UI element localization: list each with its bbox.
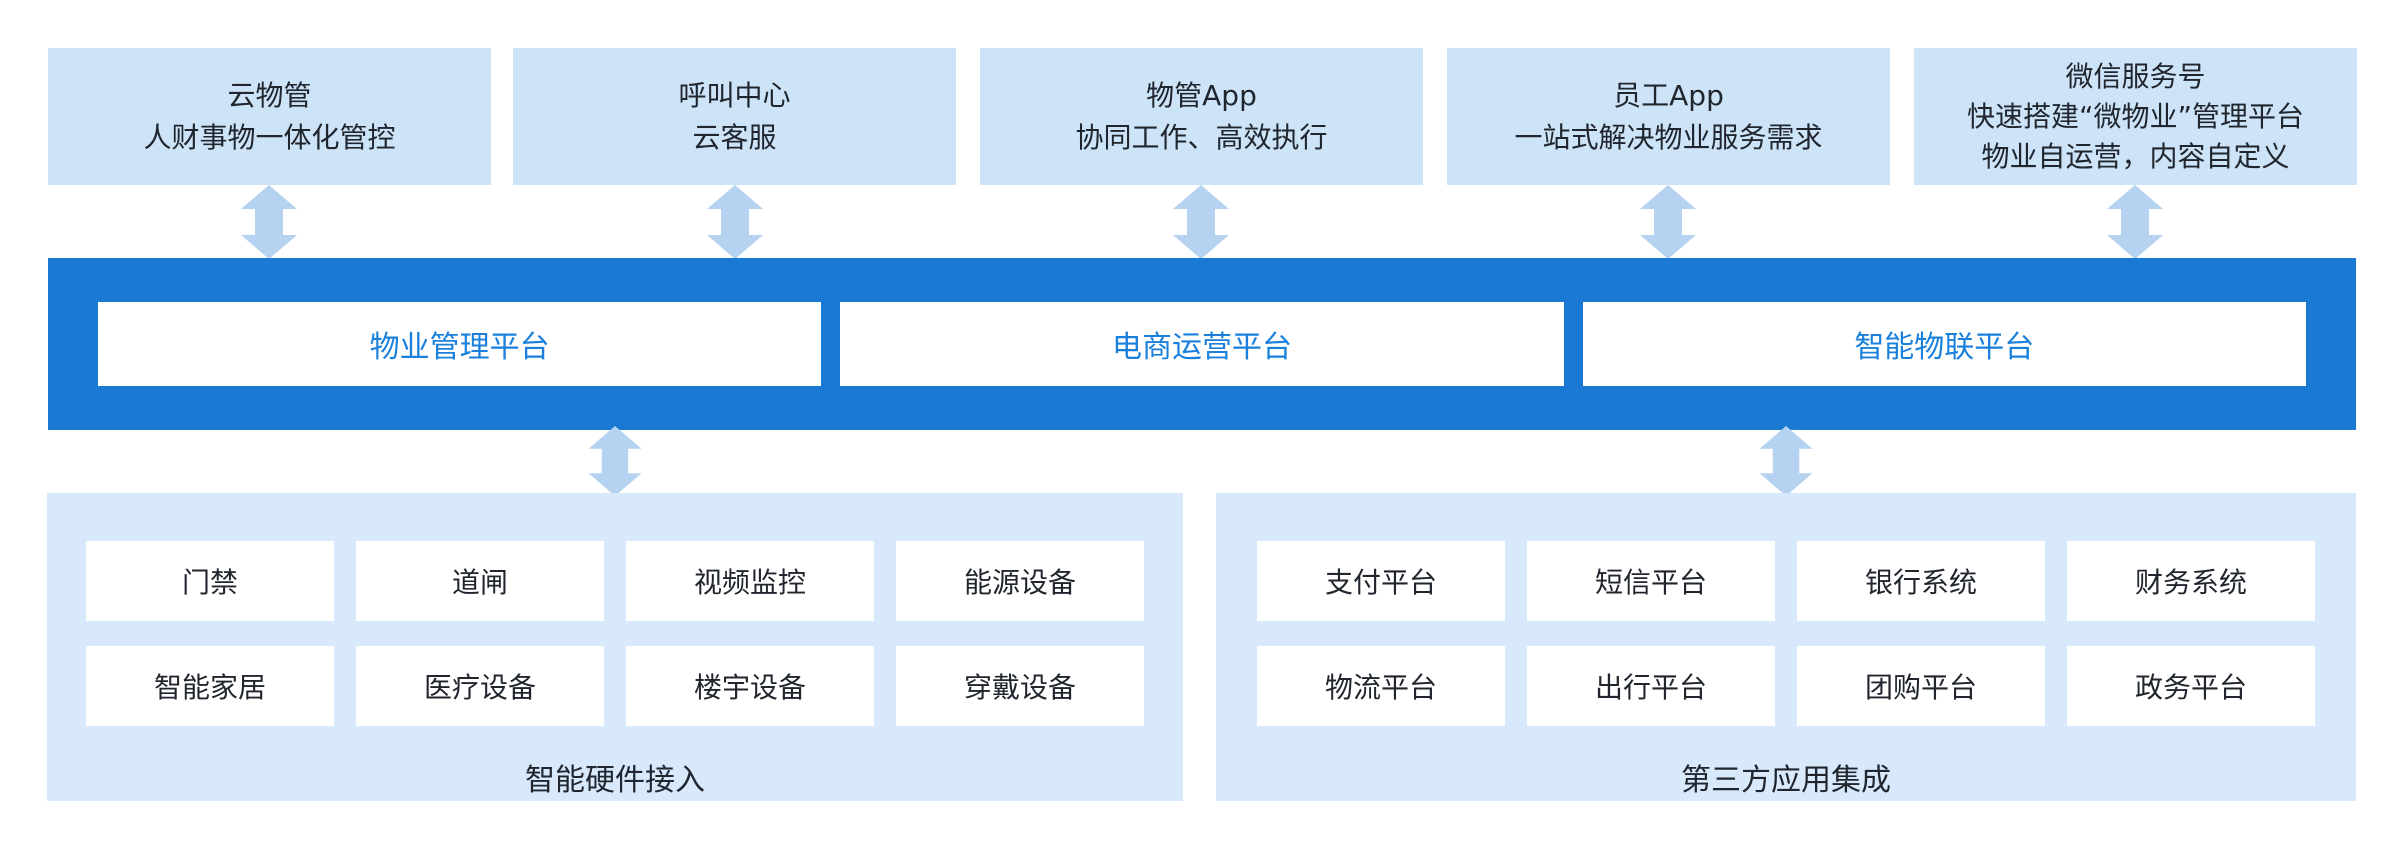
hardware-item: 道闸 — [356, 541, 604, 621]
platform-bar: 物业管理平台 电商运营平台 智能物联平台 — [48, 258, 2356, 430]
top-box-line: 呼叫中心 — [678, 78, 791, 112]
third-party-item: 财务系统 — [2067, 541, 2315, 621]
top-box-line: 一站式解决物业服务需求 — [1514, 120, 1823, 154]
hardware-grid: 门禁 道闸 视频监控 能源设备 智能家居 医疗设备 楼宇设备 穿戴设备 — [47, 493, 1183, 726]
up-down-arrow-icon — [2107, 185, 2163, 263]
section-third-party: 支付平台 短信平台 银行系统 财务系统 物流平台 出行平台 团购平台 政务平台 … — [1216, 493, 2356, 801]
platform-item-ecommerce-operation: 电商运营平台 — [840, 302, 1564, 386]
top-box-line: 微信服务号 — [2065, 59, 2206, 93]
hardware-item: 能源设备 — [896, 541, 1144, 621]
top-box-wechat-service: 微信服务号 快速搭建“微物业”管理平台 物业自运营，内容自定义 — [1914, 48, 2357, 185]
top-box-line: 物管App — [1146, 78, 1257, 112]
top-box-line: 云物管 — [227, 78, 312, 112]
third-party-item: 支付平台 — [1257, 541, 1505, 621]
section-title-smart-hardware: 智能硬件接入 — [525, 763, 705, 798]
third-party-item: 短信平台 — [1527, 541, 1775, 621]
up-down-arrow-icon — [241, 185, 297, 263]
hardware-item: 楼宇设备 — [626, 646, 874, 726]
top-box-line: 快速搭建“微物业”管理平台 — [1966, 99, 2304, 133]
third-party-item: 政务平台 — [2067, 646, 2315, 726]
third-party-item: 银行系统 — [1797, 541, 2045, 621]
up-down-arrow-icon — [587, 426, 643, 500]
third-party-item: 物流平台 — [1257, 646, 1505, 726]
top-box-line: 协同工作、高效执行 — [1075, 120, 1328, 154]
hardware-item: 医疗设备 — [356, 646, 604, 726]
third-party-grid: 支付平台 短信平台 银行系统 财务系统 物流平台 出行平台 团购平台 政务平台 — [1216, 493, 2356, 726]
top-box-line: 员工App — [1613, 78, 1724, 112]
hardware-item: 门禁 — [86, 541, 334, 621]
hardware-item: 穿戴设备 — [896, 646, 1144, 726]
top-box-cloud-property: 云物管 人财事物一体化管控 — [48, 48, 491, 185]
top-box-line: 云客服 — [692, 120, 777, 154]
top-box-call-center: 呼叫中心 云客服 — [513, 48, 956, 185]
top-box-line: 物业自运营，内容自定义 — [1981, 139, 2290, 173]
top-box-staff-app: 员工App 一站式解决物业服务需求 — [1447, 48, 1890, 185]
top-box-line: 人财事物一体化管控 — [143, 120, 396, 154]
section-title-third-party: 第三方应用集成 — [1681, 763, 1891, 798]
up-down-arrow-icon — [1758, 426, 1814, 500]
platform-item-property-management: 物业管理平台 — [98, 302, 822, 386]
section-smart-hardware: 门禁 道闸 视频监控 能源设备 智能家居 医疗设备 楼宇设备 穿戴设备 智能硬件… — [47, 493, 1183, 801]
top-box-property-app: 物管App 协同工作、高效执行 — [980, 48, 1423, 185]
third-party-item: 出行平台 — [1527, 646, 1775, 726]
platform-item-smart-iot: 智能物联平台 — [1582, 302, 2306, 386]
up-down-arrow-icon — [707, 185, 763, 263]
up-down-arrow-icon — [1640, 185, 1696, 263]
hardware-item: 视频监控 — [626, 541, 874, 621]
hardware-item: 智能家居 — [86, 646, 334, 726]
third-party-item: 团购平台 — [1797, 646, 2045, 726]
up-down-arrow-icon — [1173, 185, 1229, 263]
